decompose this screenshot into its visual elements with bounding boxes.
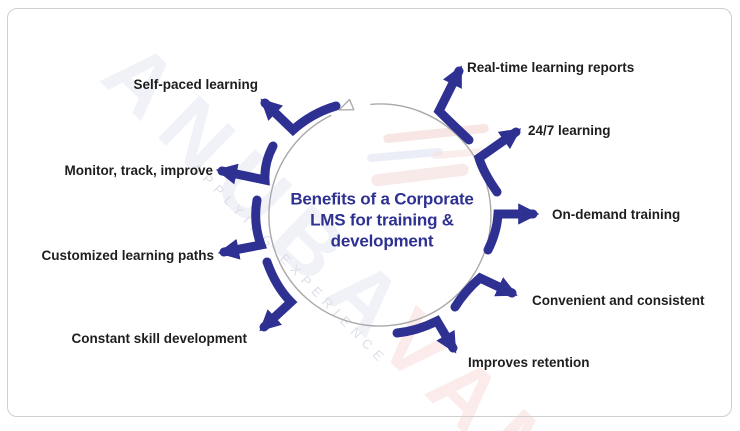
cycle-circle bbox=[268, 103, 492, 327]
benefit-label-real-time-learning-reports: Real-time learning reports bbox=[467, 60, 635, 75]
arrow-on-demand-training bbox=[483, 203, 540, 255]
arrow-constant-skill-development bbox=[259, 257, 298, 332]
benefit-label-improves-retention: Improves retention bbox=[468, 355, 590, 370]
cycle-arrowhead-icon bbox=[338, 98, 355, 111]
border-frame bbox=[7, 8, 732, 417]
arrow-customized-learning-paths bbox=[217, 195, 268, 260]
benefit-label-monitor-track-improve: Monitor, track, improve bbox=[64, 163, 213, 178]
benefit-label-24-7-learning: 24/7 learning bbox=[528, 123, 611, 138]
arrow-improves-retention bbox=[392, 315, 458, 354]
benefit-label-convenient-and-consistent: Convenient and consistent bbox=[532, 293, 705, 308]
arrow-self-paced-learning bbox=[260, 98, 341, 137]
benefit-label-constant-skill-development: Constant skill development bbox=[71, 331, 247, 346]
arrow-monitor-track-improve bbox=[215, 141, 278, 186]
benefit-label-self-paced-learning: Self-paced learning bbox=[133, 77, 258, 92]
arrow-convenient-and-consistent bbox=[450, 272, 518, 312]
arrow-real-time-learning-reports bbox=[433, 65, 474, 145]
diagram-title: Benefits of a Corporate LMS for training… bbox=[290, 189, 474, 251]
benefit-label-on-demand-training: On-demand training bbox=[552, 207, 681, 222]
arrow-24-7-learning bbox=[473, 127, 522, 197]
benefit-label-customized-learning-paths: Customized learning paths bbox=[41, 248, 214, 263]
